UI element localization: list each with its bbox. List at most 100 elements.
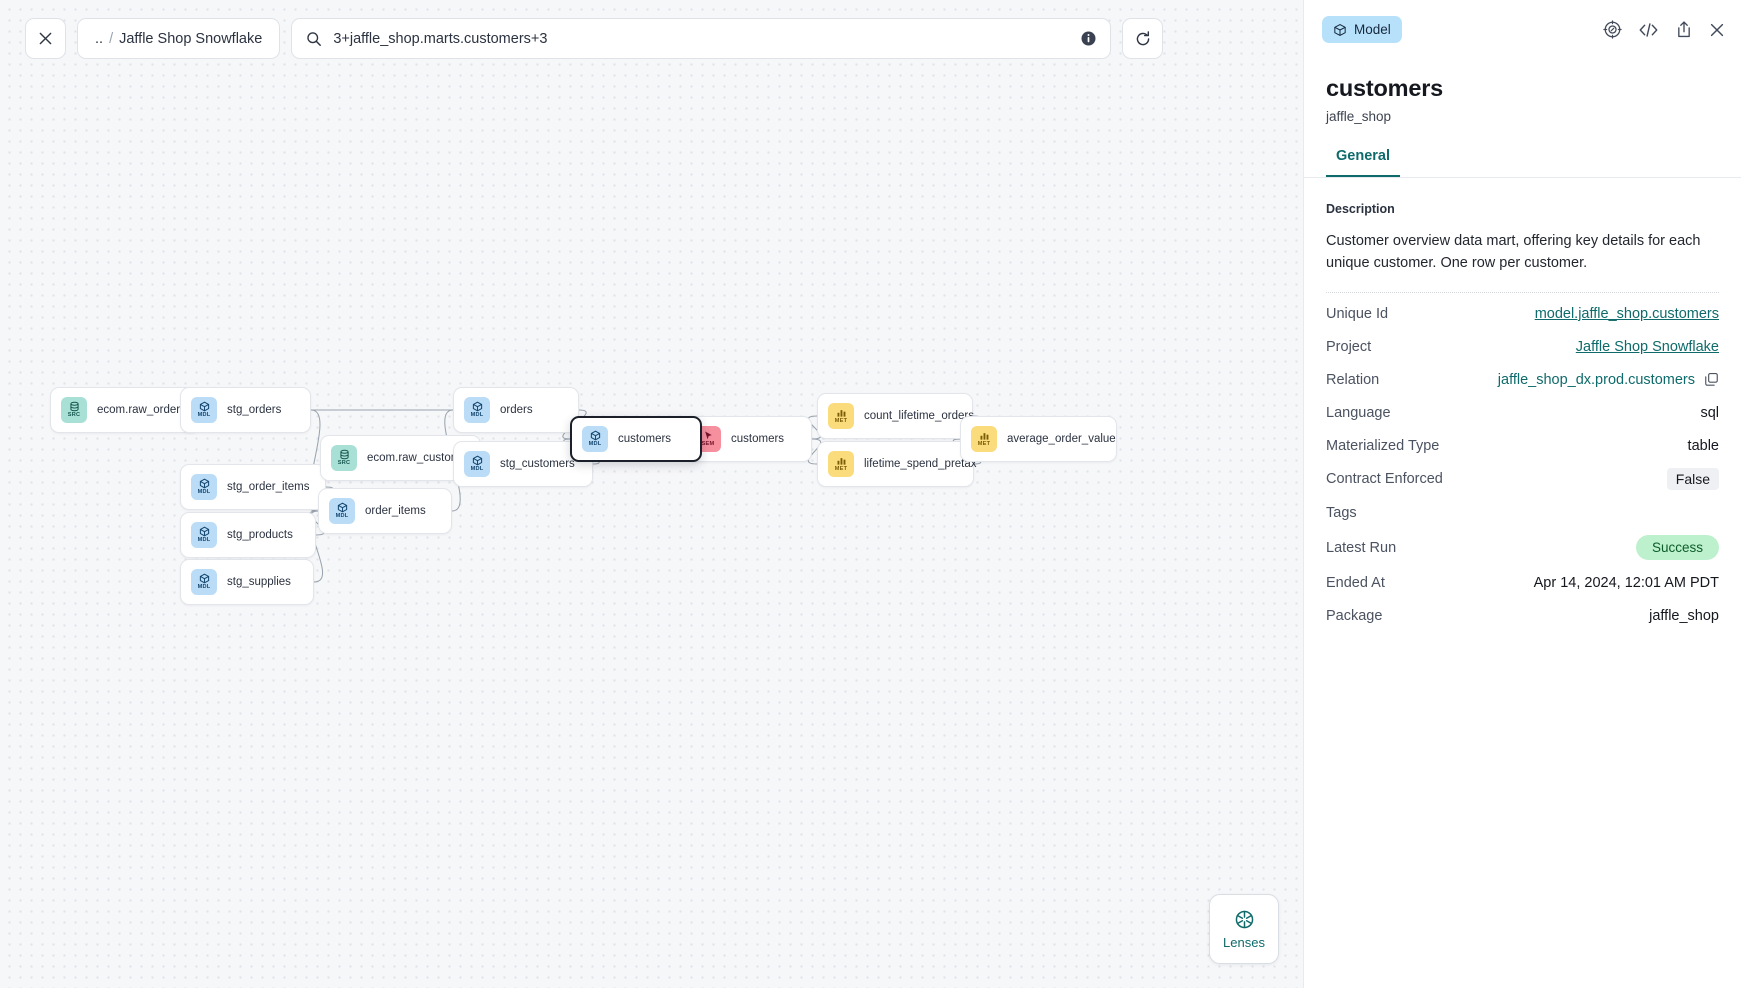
node-type-badge-mdl: MDL: [191, 522, 217, 548]
node-type-abbr: MET: [834, 466, 848, 473]
node-type-abbr: MET: [834, 418, 848, 425]
code-icon: [1639, 22, 1658, 37]
share-button[interactable]: [1675, 20, 1693, 39]
copy-relation-button[interactable]: [1704, 372, 1719, 387]
node-type-badge-met: MET: [971, 426, 997, 452]
detail-panel-body: Description Customer overview data mart,…: [1304, 178, 1741, 988]
node-label: orders: [500, 404, 533, 416]
graph-node-orders[interactable]: MDL orders: [453, 387, 579, 433]
graph-node-stg_products[interactable]: MDL stg_products: [180, 512, 316, 558]
metadata-row: Contract Enforced False: [1326, 462, 1719, 496]
metadata-link[interactable]: Jaffle Shop Snowflake: [1575, 338, 1719, 355]
lineage-search-bar[interactable]: 3+jaffle_shop.marts.customers+3: [291, 18, 1112, 59]
refresh-lineage-button[interactable]: [1122, 18, 1164, 59]
node-type-abbr: SRC: [337, 460, 351, 467]
graph-node-order_items[interactable]: MDL order_items: [318, 488, 452, 534]
node-type-abbr: SEM: [701, 441, 715, 448]
node-label: order_items: [365, 505, 426, 517]
metadata-row[interactable]: Unique Id model.jaffle_shop.customers: [1326, 297, 1719, 330]
lineage-canvas[interactable]: .. / Jaffle Shop Snowflake 3+jaffle_shop…: [0, 0, 1303, 988]
node-type-abbr: MDL: [197, 537, 211, 544]
node-type-abbr: MDL: [335, 513, 349, 520]
share-icon: [1678, 21, 1690, 38]
resource-type-label: Model: [1354, 22, 1391, 37]
node-type-badge-mdl: MDL: [191, 569, 217, 595]
node-type-abbr: MDL: [197, 489, 211, 496]
node-type-abbr: MDL: [588, 441, 602, 448]
node-type-abbr: SRC: [67, 412, 81, 419]
graph-node-count_lifetime_orders[interactable]: MET count_lifetime_orders: [817, 393, 974, 439]
page-subtitle: jaffle_shop: [1326, 109, 1392, 124]
close-lineage-button[interactable]: [25, 18, 66, 59]
metadata-key: Tags: [1326, 504, 1357, 521]
metadata-value: table: [1687, 437, 1719, 454]
breadcrumb-project-button[interactable]: .. / Jaffle Shop Snowflake: [77, 18, 281, 59]
detail-panel-topbar: Model: [1304, 0, 1741, 59]
resource-type-badge[interactable]: Model: [1322, 16, 1402, 43]
tab-general[interactable]: General: [1326, 148, 1400, 177]
view-code-button[interactable]: [1638, 21, 1659, 39]
node-label: stg_supplies: [227, 576, 291, 588]
node-type-abbr: MDL: [197, 584, 211, 591]
lens-button[interactable]: [1603, 20, 1622, 39]
node-label: stg_customers: [500, 458, 575, 470]
page-title: customers: [1326, 75, 1444, 101]
section-divider: [1326, 292, 1719, 294]
node-label: count_lifetime_orders: [864, 410, 974, 422]
node-type-badge-src: SRC: [331, 445, 357, 471]
metadata-key: Latest Run: [1326, 539, 1397, 556]
close-icon: [39, 32, 52, 45]
detail-panel-actions: [1603, 20, 1725, 39]
lenses-button[interactable]: Lenses: [1209, 894, 1279, 964]
metadata-link[interactable]: jaffle_shop_dx.prod.customers: [1497, 371, 1695, 388]
metadata-link[interactable]: model.jaffle_shop.customers: [1534, 305, 1719, 322]
metadata-value: sql: [1700, 404, 1719, 421]
node-type-badge-mdl: MDL: [191, 397, 217, 423]
info-icon: [1081, 31, 1096, 46]
aperture-icon: [1235, 910, 1253, 928]
node-type-badge-met: MET: [828, 451, 854, 477]
refresh-icon: [1136, 30, 1150, 45]
node-label: lifetime_spend_pretax: [864, 458, 977, 470]
search-info-button[interactable]: [1080, 30, 1097, 47]
metadata-key: Language: [1326, 404, 1391, 421]
node-type-badge-mdl: MDL: [329, 498, 355, 524]
detail-panel: Model: [1303, 0, 1741, 988]
canvas-toolbar: .. / Jaffle Shop Snowflake 3+jaffle_shop…: [25, 18, 1164, 59]
close-panel-button[interactable]: [1709, 22, 1725, 38]
close-icon: [1710, 23, 1724, 36]
lineage-search-input[interactable]: 3+jaffle_shop.marts.customers+3: [333, 30, 548, 47]
node-type-badge-src: SRC: [61, 397, 87, 423]
detail-panel-tabs: General: [1304, 148, 1741, 178]
metadata-key: Contract Enforced: [1326, 471, 1443, 488]
cube-icon: [1334, 23, 1346, 36]
status-badge: Success: [1635, 535, 1719, 561]
search-icon: [307, 31, 322, 46]
metadata-value: jaffle_shop: [1649, 607, 1719, 624]
node-label: stg_products: [227, 529, 293, 541]
graph-node-customers_semantic[interactable]: SEM customers: [684, 416, 812, 462]
node-type-abbr: MDL: [197, 412, 211, 419]
node-type-badge-mdl: MDL: [582, 426, 608, 452]
node-label: customers: [731, 433, 785, 445]
node-type-badge-mdl: MDL: [464, 397, 490, 423]
node-type-badge-mdl: MDL: [191, 474, 217, 500]
status-badge: False: [1666, 468, 1719, 491]
graph-node-stg_supplies[interactable]: MDL stg_supplies: [180, 559, 314, 605]
breadcrumb-separator: /: [109, 30, 114, 47]
graph-node-lifetime_spend_pretax[interactable]: MET lifetime_spend_pretax: [817, 441, 977, 487]
metadata-key: Unique Id: [1326, 305, 1389, 322]
copy-icon: [1705, 373, 1718, 386]
metadata-row: Tags: [1326, 496, 1719, 529]
